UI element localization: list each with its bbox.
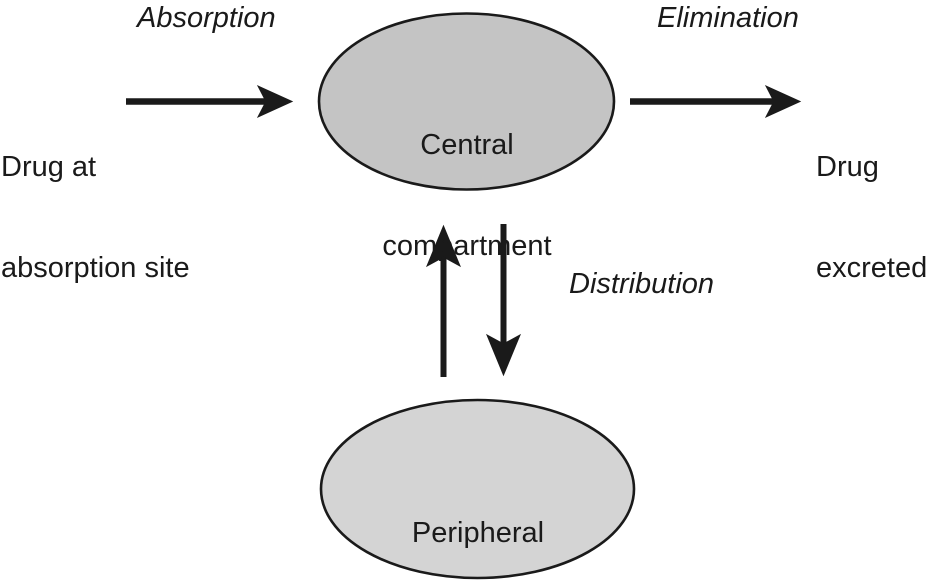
distribution-down-arrow — [485, 224, 522, 377]
central-compartment-label: Central compartment — [318, 62, 616, 331]
peripheral-compartment-label-line1: Peripheral — [411, 517, 545, 550]
drug-excreted-line2: excreted — [816, 252, 928, 285]
central-compartment-label-line1: Central — [420, 129, 514, 162]
distribution-process-label: Distribution — [569, 268, 715, 300]
elimination-process-label: Elimination — [657, 2, 799, 34]
drug-excreted-label: Drug excreted — [816, 84, 927, 353]
elimination-arrow — [630, 84, 802, 119]
drug-excreted-line1: Drug — [816, 151, 879, 184]
central-compartment-ellipse[interactable] — [317, 12, 616, 191]
drug-at-absorption-site-line2: absorption site — [1, 252, 190, 285]
absorption-process-label: Absorption — [137, 2, 276, 34]
peripheral-compartment-label: Peripheral compartment — [321, 450, 635, 585]
distribution-up-arrow — [425, 224, 462, 377]
central-compartment-label-line2: compartment — [382, 230, 552, 263]
drug-at-absorption-site-line1: Drug at — [1, 151, 97, 184]
peripheral-compartment-ellipse[interactable] — [319, 398, 636, 580]
drug-at-absorption-site-label: Drug at absorption site — [1, 84, 190, 353]
absorption-arrow — [126, 84, 294, 119]
